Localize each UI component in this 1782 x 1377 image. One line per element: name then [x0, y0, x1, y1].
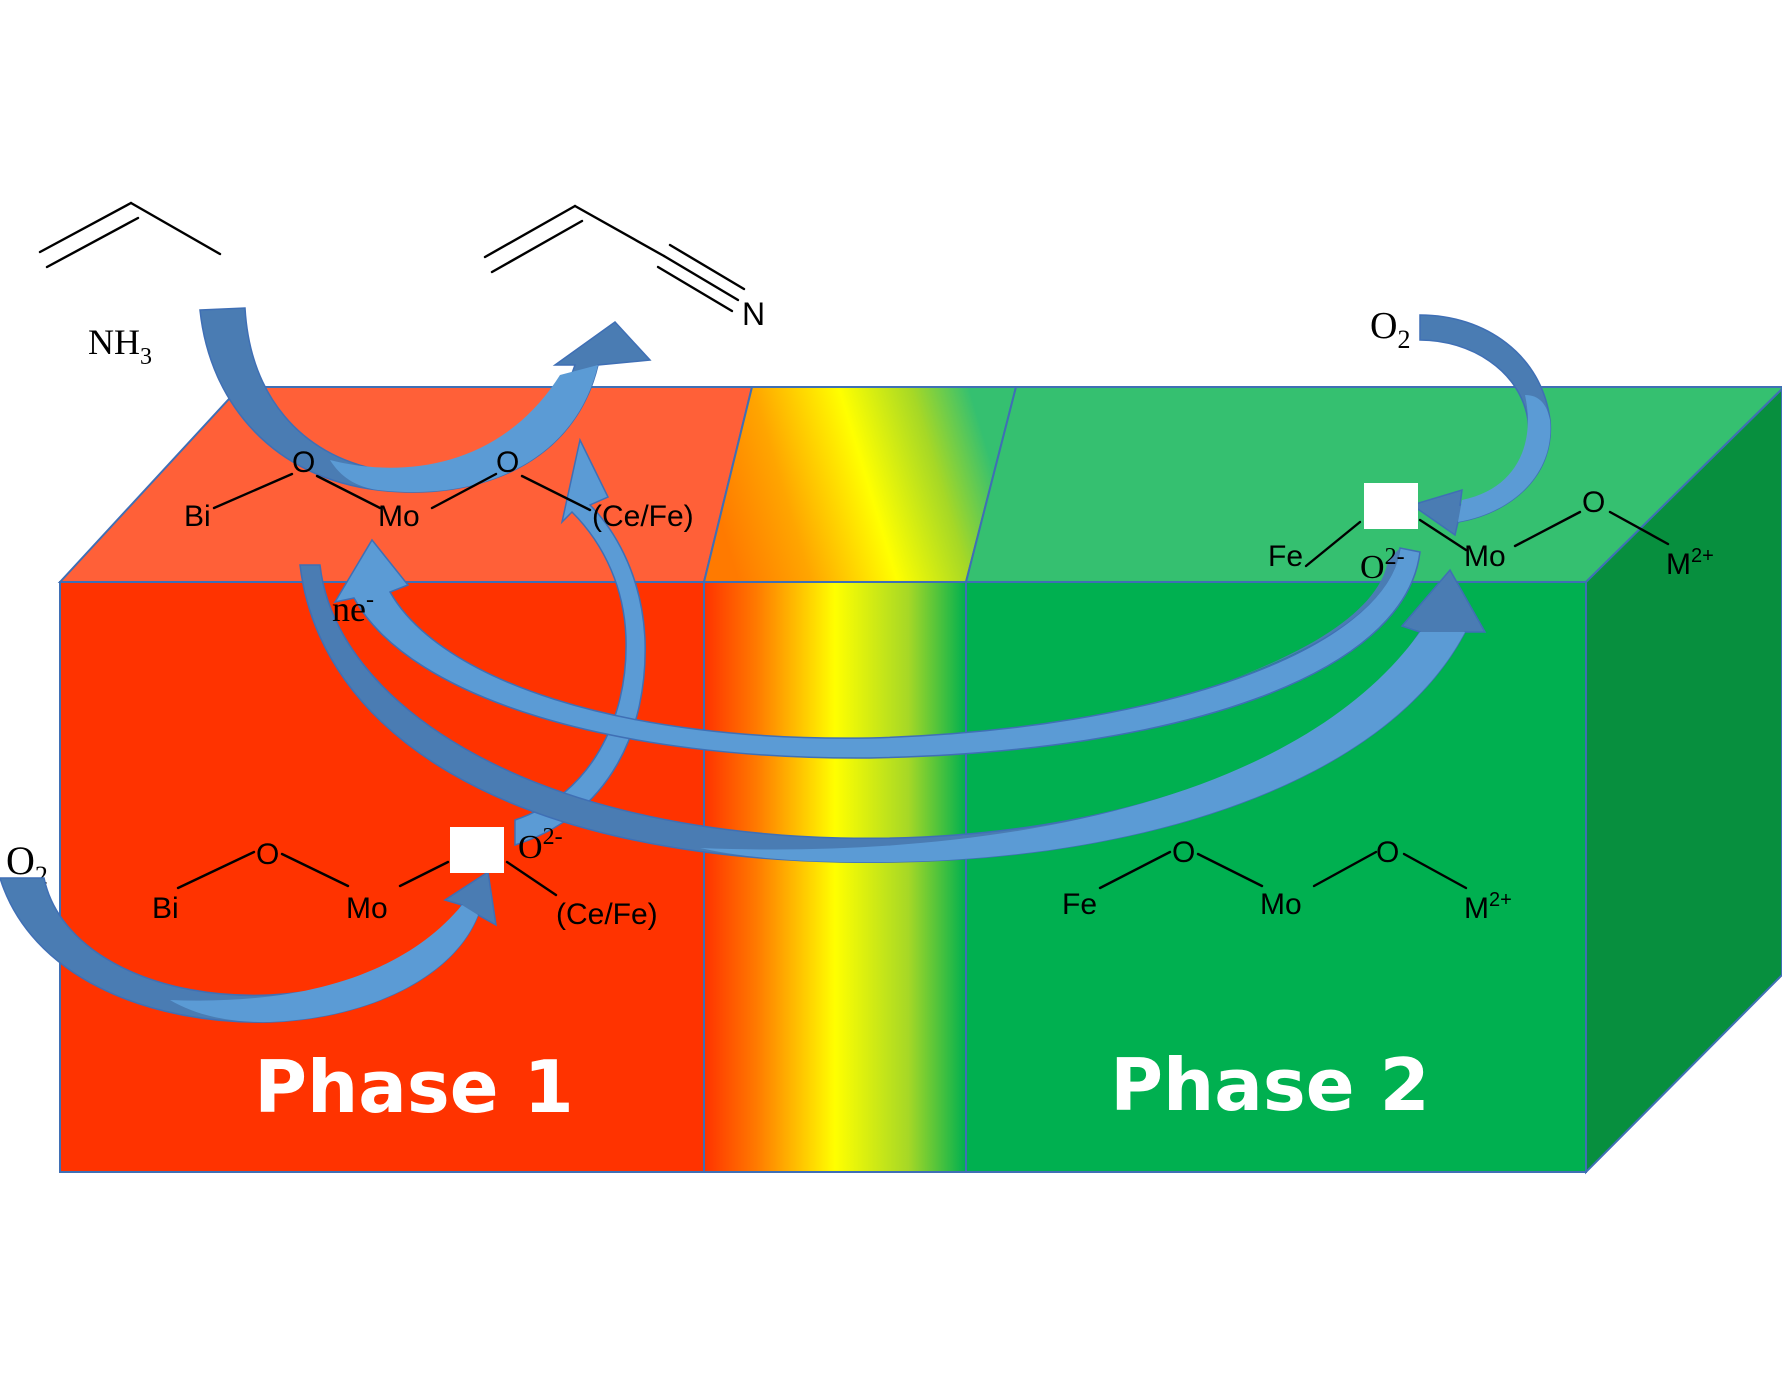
p1-bot-o1-label: O: [256, 838, 279, 871]
p1-bot-mo-label: Mo: [346, 892, 388, 925]
phase2-top-structure: Fe O2- Mo O M2+: [1268, 483, 1714, 586]
p2-top-o2minus-superscript: 2-: [1385, 544, 1405, 570]
phase1-label: Phase 1: [254, 1045, 573, 1129]
p2-bot-m-main: M: [1464, 892, 1489, 925]
p1-bot-o2minus-superscript: 2-: [543, 824, 563, 850]
phase2-label: Phase 2: [1110, 1043, 1429, 1127]
phase2-side-face: [1585, 387, 1782, 1175]
o2-right-subscript: 2: [1397, 325, 1410, 354]
phase1-front-face: [59, 581, 705, 1173]
o2-left-main: O: [6, 838, 35, 883]
p2-top-mo-label: Mo: [1464, 540, 1506, 573]
p1-top-cefe-label: (Ce/Fe): [592, 500, 694, 533]
p2-bot-m-label: M2+: [1464, 889, 1512, 925]
electron-superscript: -: [366, 587, 374, 613]
p2-top-m-label: M2+: [1666, 545, 1714, 581]
p1-top-o2-label: O: [496, 446, 519, 479]
acrylonitrile-molecule: N: [483, 204, 765, 332]
o2-right-main: O: [1370, 305, 1397, 347]
phase1-bottom-structure: Bi O Mo O2- (Ce/Fe): [152, 824, 658, 931]
p1-bot-cefe-label: (Ce/Fe): [556, 898, 658, 931]
p2-top-o2minus-main: O: [1360, 549, 1385, 586]
p2-oxygen-vacancy: [1364, 483, 1418, 529]
p2-bot-m-superscript: 2+: [1489, 889, 1512, 911]
arrows: [0, 307, 1552, 1023]
interface-front-face: [703, 581, 967, 1173]
o2-right-arrow-highlight: [1458, 395, 1551, 522]
p1-bot-o2minus-label: O2-: [518, 824, 563, 866]
nh3-main: NH: [88, 322, 140, 362]
phase1-top-structure: Bi O Mo O (Ce/Fe): [184, 446, 694, 533]
p1-top-bi-label: Bi: [184, 500, 211, 533]
nh3-subscript: 3: [140, 344, 152, 370]
electron-transfer-arrow: [333, 538, 1421, 759]
p2-bot-fe-label: Fe: [1062, 888, 1097, 921]
p1-top-mo-label: Mo: [378, 500, 420, 533]
electron-main: ne: [332, 589, 366, 629]
p1-oxygen-vacancy: [450, 827, 504, 873]
p2-top-o2minus-label: O2-: [1360, 544, 1405, 586]
electron-label: ne-: [332, 587, 374, 629]
p2-bot-o1-label: O: [1172, 836, 1195, 869]
p1-bot-bi-label: Bi: [152, 892, 179, 925]
p1-top-o1-label: O: [292, 446, 315, 479]
propene-molecule: [38, 201, 222, 269]
nh3-label: NH3: [88, 322, 152, 370]
oxygen-migration-arrow-highlight: [700, 632, 1465, 863]
p2-bot-o2-label: O: [1376, 836, 1399, 869]
o2-left-arrow-highlight: [170, 905, 478, 1023]
p2-top-fe-label: Fe: [1268, 540, 1303, 573]
o2-right-label: O2: [1370, 305, 1410, 354]
phase2-bottom-structure: Fe O Mo O M2+: [1062, 836, 1512, 925]
oxygen-migration-arrow: [299, 564, 1487, 864]
nh3-adsorption-arrow-highlight: [330, 365, 598, 493]
p2-bot-mo-label: Mo: [1260, 888, 1302, 921]
p2-top-m-superscript: 2+: [1691, 545, 1714, 567]
p2-top-o-label: O: [1582, 486, 1605, 519]
p1-bot-o2minus-main: O: [518, 829, 543, 866]
nitrile-n-label: N: [742, 296, 765, 332]
p2-top-m-main: M: [1666, 548, 1691, 581]
interface-top-face: [702, 386, 1018, 583]
